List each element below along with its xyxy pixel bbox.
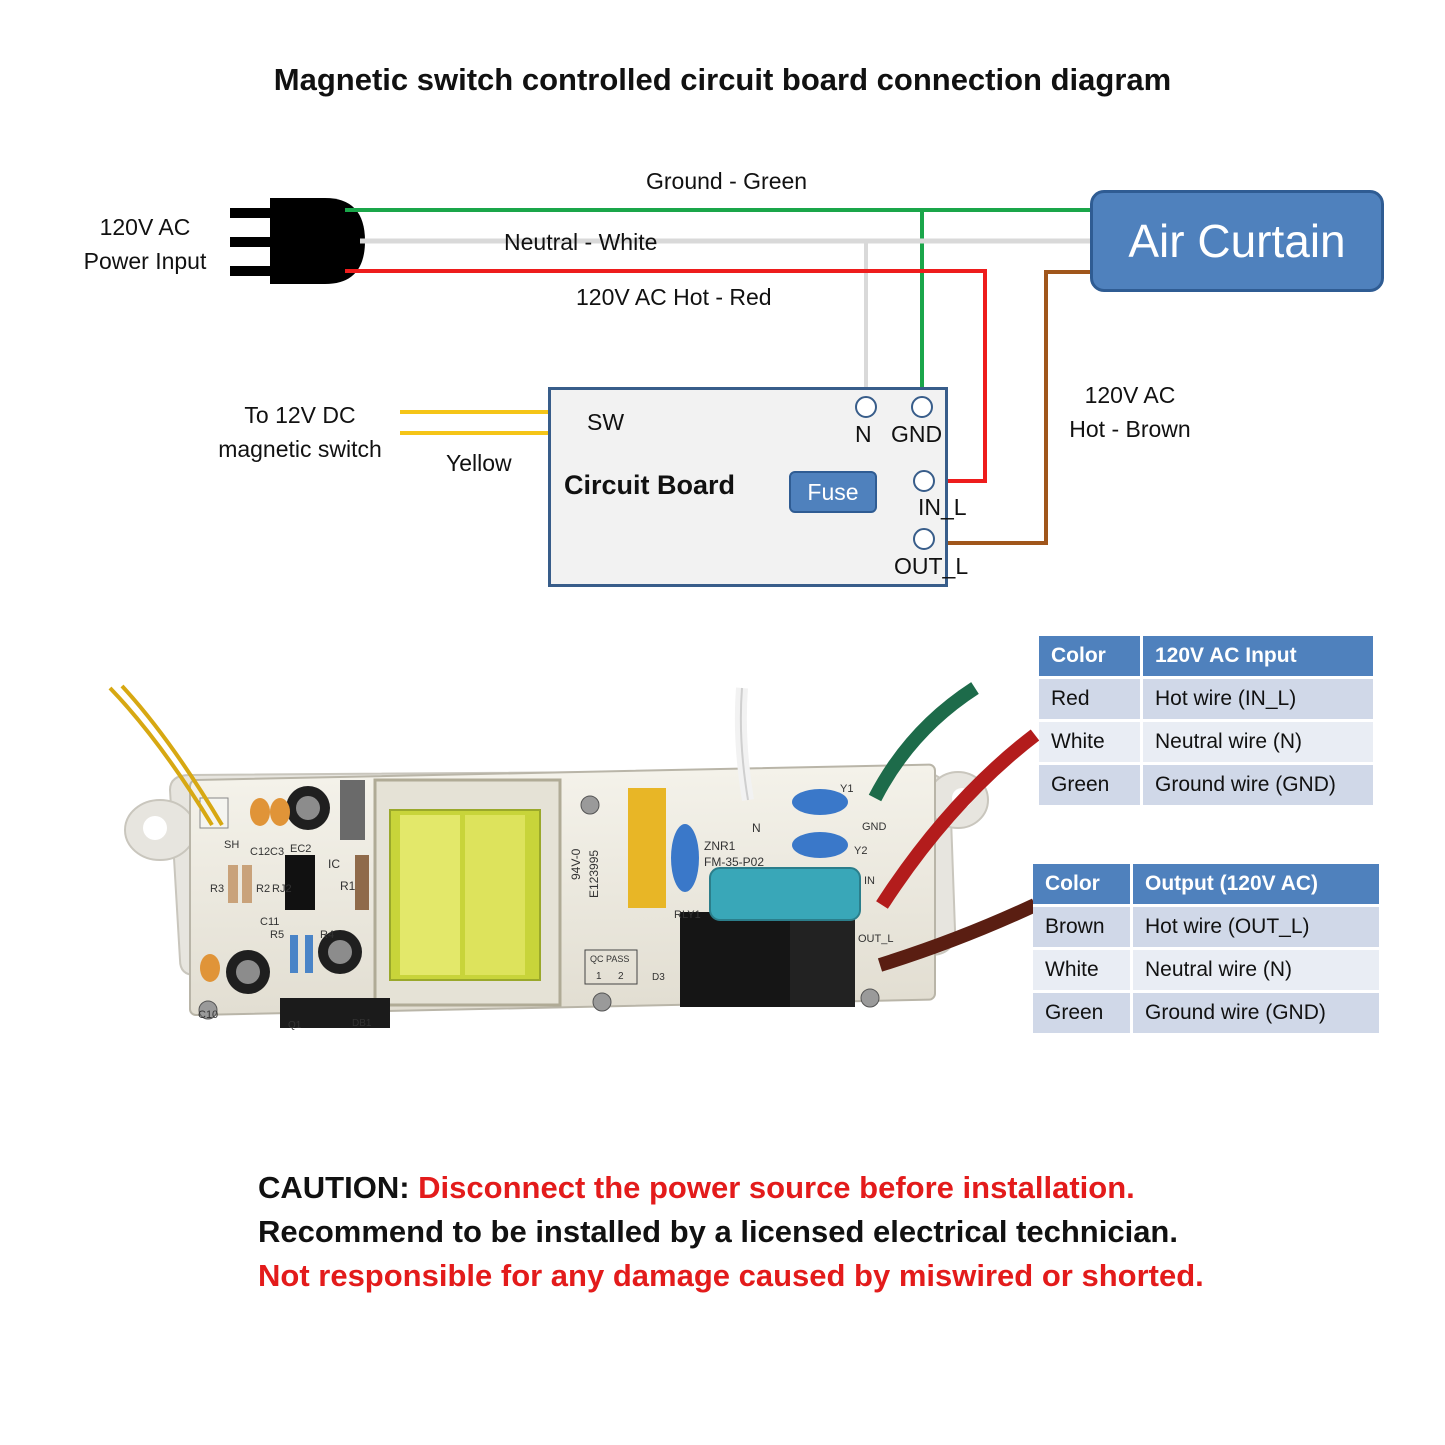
photo-label: D3: [652, 972, 665, 983]
table-cell: Green: [1033, 993, 1133, 1036]
photo-label: E123995: [587, 850, 601, 898]
hot-wire: [345, 269, 987, 483]
caution-line-2: Recommend to be installed by a licensed …: [258, 1214, 1178, 1249]
table-cell: White: [1039, 722, 1143, 765]
hot-brown-label: 120V AC Hot - Brown: [1069, 382, 1191, 442]
in-l-terminal-icon: [913, 470, 935, 492]
photo-label: 94V-0: [569, 848, 583, 880]
photo-label: QC PASS: [590, 954, 629, 964]
power-input-label: 120V AC Power Input: [83, 214, 207, 274]
yellow-wire-label: Yellow: [446, 450, 512, 476]
table-row: White Neutral wire (N): [1033, 950, 1382, 993]
table-header: 120V AC Input: [1143, 636, 1376, 679]
circuit-board-label: Circuit Board: [564, 470, 736, 500]
photo-label: RJ2: [272, 883, 292, 895]
table-cell: White: [1033, 950, 1133, 993]
caution-line-1: CAUTION: Disconnect the power source bef…: [258, 1166, 1204, 1210]
photo-label: N: [752, 821, 761, 835]
photo-label: EC2: [290, 843, 311, 855]
photo-label: RLY1: [674, 909, 701, 921]
air-curtain-box: Air Curtain: [1090, 190, 1384, 292]
photo-label: DB1: [352, 1018, 372, 1029]
table-header: Color: [1039, 636, 1143, 679]
table-cell: Ground wire (GND): [1133, 993, 1382, 1036]
table-header-row: Color 120V AC Input: [1039, 636, 1376, 679]
brown-wire: [934, 270, 1090, 545]
table-cell: Neutral wire (N): [1143, 722, 1376, 765]
table-row: White Neutral wire (N): [1039, 722, 1376, 765]
photo-label: OUT_L: [858, 933, 893, 945]
gnd-terminal-label: GND: [891, 421, 943, 447]
table-cell: Brown: [1033, 907, 1133, 950]
photo-label: IN: [864, 875, 875, 887]
out-l-terminal-label: OUT_L: [894, 553, 969, 579]
photo-label: Y1: [840, 783, 853, 795]
photo-label: IC: [328, 857, 340, 871]
table-cell: Hot wire (IN_L): [1143, 679, 1376, 722]
photo-label: FM-35-P02: [704, 855, 764, 869]
circuit-board-photo: SH C12 C3 R3 R2 RJ2 EC2 IC R1 C11 R5 R4 …: [108, 682, 1040, 1031]
photo-label: C12: [250, 846, 270, 858]
table-cell: Green: [1039, 765, 1143, 808]
terminals: [855, 396, 935, 550]
caution-text: Disconnect the power source before insta…: [418, 1170, 1135, 1205]
photo-label: GND: [862, 821, 887, 833]
caution-notice: CAUTION: Disconnect the power source bef…: [258, 1166, 1204, 1298]
caution-label: CAUTION:: [258, 1170, 410, 1205]
table-header: Color: [1033, 864, 1133, 907]
photo-label: Q1: [288, 1020, 302, 1031]
fuse-box: Fuse: [789, 471, 877, 513]
table-cell: Neutral wire (N): [1133, 950, 1382, 993]
table-row: Green Ground wire (GND): [1033, 993, 1382, 1036]
hot-wire-label: 120V AC Hot - Red: [576, 284, 772, 310]
photo-label: R4: [320, 929, 334, 941]
photo-label: C3: [270, 846, 284, 858]
n-terminal-icon: [855, 396, 877, 418]
in-l-terminal-label: IN_L: [918, 494, 967, 520]
table-cell: Hot wire (OUT_L): [1133, 907, 1382, 950]
table-header: Output (120V AC): [1133, 864, 1382, 907]
output-table: Color Output (120V AC) Brown Hot wire (O…: [1033, 864, 1382, 1036]
gnd-terminal-icon: [911, 396, 933, 418]
table-row: Green Ground wire (GND): [1039, 765, 1376, 808]
table-row: Brown Hot wire (OUT_L): [1033, 907, 1382, 950]
circuit-board-box: [548, 387, 948, 587]
neutral-wire-label: Neutral - White: [504, 229, 658, 255]
sw-terminal-label: SW: [587, 409, 625, 435]
photo-label: 2: [618, 971, 624, 982]
ground-wire-label: Ground - Green: [646, 168, 808, 194]
photo-label: R1: [340, 879, 356, 893]
photo-label: ZNR1: [704, 839, 736, 853]
table-cell: Ground wire (GND): [1143, 765, 1376, 808]
table-row: Red Hot wire (IN_L): [1039, 679, 1376, 722]
photo-label: C11: [260, 916, 279, 928]
table-header-row: Color Output (120V AC): [1033, 864, 1382, 907]
photo-label: R3: [210, 883, 224, 895]
switch-label: To 12V DC magnetic switch: [218, 402, 382, 462]
photo-label: R5: [270, 929, 284, 941]
input-table: Color 120V AC Input Red Hot wire (IN_L) …: [1039, 636, 1376, 808]
photo-label: C10: [198, 1009, 218, 1021]
photo-label: SH: [224, 839, 239, 851]
photo-label: 1: [596, 971, 602, 982]
wiring-diagram: [230, 198, 1090, 545]
photo-label: R2: [256, 883, 270, 895]
caution-line-3: Not responsible for any damage caused by…: [258, 1258, 1204, 1293]
n-terminal-label: N: [855, 421, 872, 447]
photo-label: Y2: [854, 845, 867, 857]
diagram-title: Magnetic switch controlled circuit board…: [273, 62, 1172, 97]
table-cell: Red: [1039, 679, 1143, 722]
power-plug-icon: [230, 198, 365, 284]
out-l-terminal-icon: [913, 528, 935, 550]
